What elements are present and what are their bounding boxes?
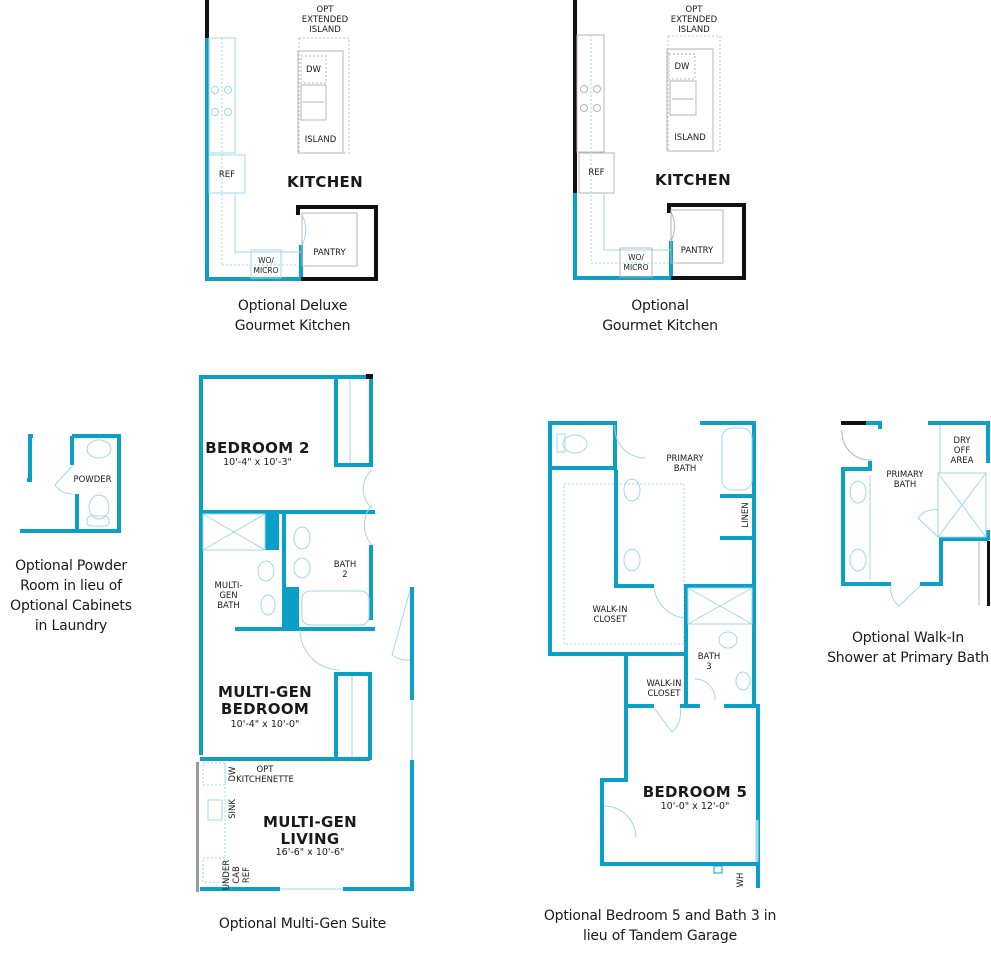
label-line: BATH (217, 601, 240, 611)
primary-bath-label: PRIMARY BATH (655, 454, 715, 474)
label-line: LIVING (280, 830, 340, 848)
bedroom5-dimensions: 10'-0" x 12'-0" (660, 801, 730, 812)
powder-label: POWDER (73, 475, 112, 485)
deluxe-kitchen-plan (205, 0, 378, 281)
label-line: CLOSET (593, 615, 627, 625)
caption-line: Optional Multi-Gen Suite (218, 916, 387, 932)
bath2-label: BATH 2 (325, 560, 365, 580)
island-label: ISLAND (674, 133, 706, 143)
label-line: MICRO (253, 266, 279, 275)
label-line: WALK-IN (646, 679, 682, 689)
label-line: DRY (953, 436, 971, 446)
label-line: OPT (685, 5, 703, 15)
caption-line: Room in lieu of (20, 578, 122, 594)
label-line: MICRO (623, 263, 649, 272)
bedroom5-caption: Optional Bedroom 5 and Bath 3 in lieu of… (525, 906, 795, 946)
multigen-suite-caption: Optional Multi-Gen Suite (195, 914, 410, 934)
label-line: CLOSET (647, 689, 681, 699)
dw-label: DW (306, 65, 321, 75)
caption-line: Optional (631, 298, 689, 314)
bedroom2-dimensions: 10'-4" x 10'-3" (223, 457, 292, 468)
label-line: PRIMARY (666, 454, 704, 464)
opt-extended-island-label: OPT EXTENDED ISLAND (300, 5, 350, 35)
kitchen-room-label: KITCHEN (655, 171, 731, 189)
under-cab-ref-label: UNDER CAB REF (222, 856, 252, 894)
label-line: MULTI-GEN (262, 813, 358, 831)
pantry-label: PANTRY (313, 248, 346, 258)
bath3-label: BATH 3 (694, 652, 724, 672)
label-line: AREA (950, 456, 974, 466)
wo-micro-label: WO/ MICRO (247, 256, 285, 276)
multigen-suite-plan (196, 374, 414, 892)
multigen-bedroom-label: MULTI-GEN BEDROOM (210, 684, 320, 718)
caption-line: Shower at Primary Bath (827, 650, 989, 666)
label-line: BATH (333, 560, 357, 570)
label-line: EXTENDED (670, 15, 718, 25)
ref-label: REF (588, 168, 605, 178)
kitchen-room-label: KITCHEN (287, 173, 363, 191)
label-line: MULTI-GEN (217, 683, 313, 701)
caption-line: Optional Cabinets (10, 598, 132, 614)
label-line: REF (242, 866, 252, 884)
dw-label: DW (228, 766, 238, 782)
multigen-bath-label: MULTI- GEN BATH (206, 581, 251, 611)
walkin-shower-caption: Optional Walk-In Shower at Primary Bath (825, 628, 991, 668)
label-line: BATH (697, 652, 721, 662)
label-line: BEDROOM (220, 700, 310, 718)
sink-label: SINK (228, 799, 238, 819)
dw-label: DW (674, 62, 690, 72)
opt-extended-island-label: OPT EXTENDED ISLAND (668, 5, 720, 35)
pantry-label: PANTRY (680, 246, 714, 256)
caption-line: Gourmet Kitchen (602, 318, 718, 334)
walkin-closet2-label: WALK-IN CLOSET (640, 679, 688, 699)
caption-line: Gourmet Kitchen (234, 318, 351, 334)
linen-label: LINEN (741, 502, 751, 528)
island-label: ISLAND (304, 135, 337, 145)
dry-off-area-label: DRY OFF AREA (942, 436, 982, 466)
label-line: WO/ (628, 253, 644, 262)
bedroom5-label: BEDROOM 5 (642, 783, 748, 801)
deluxe-kitchen-caption: Optional Deluxe Gourmet Kitchen (200, 296, 385, 336)
label-line: PRIMARY (886, 470, 924, 480)
label-line: ISLAND (309, 25, 341, 35)
label-line: KITCHENETTE (236, 775, 294, 785)
label-line: GEN (219, 591, 238, 601)
caption-line: lieu of Tandem Garage (583, 928, 737, 944)
caption-line: Optional Powder (15, 558, 127, 574)
multigen-bedroom-dimensions: 10'-4" x 10'-0" (230, 719, 300, 730)
walkin-closet-label: WALK-IN CLOSET (580, 605, 640, 625)
caption-line: Optional Deluxe (237, 298, 348, 314)
gourmet-kitchen-caption: Optional Gourmet Kitchen (570, 296, 750, 336)
wh-label: WH (736, 872, 746, 888)
label-line: WALK-IN (592, 605, 628, 615)
label-line: BATH (673, 464, 697, 474)
bedroom5-bath3-plan (548, 421, 760, 888)
label-line: OPT (316, 5, 334, 15)
opt-kitchenette-label: OPT KITCHENETTE (230, 765, 300, 785)
caption-line: Optional Bedroom 5 and Bath 3 in (543, 908, 777, 924)
label-line: WO/ (258, 256, 274, 265)
label-line: CAB (232, 866, 242, 884)
multigen-living-label: MULTI-GEN LIVING (255, 814, 365, 848)
label-line: OFF (953, 446, 971, 456)
label-line: 3 (706, 662, 712, 672)
label-line: MULTI- (214, 581, 243, 591)
caption-line: Optional Walk-In (851, 630, 965, 646)
wo-micro-label: WO/ MICRO (617, 253, 655, 273)
label-line: ISLAND (678, 25, 710, 35)
ref-label: REF (218, 170, 236, 180)
label-line: EXTENDED (301, 15, 349, 25)
powder-room-plan (20, 434, 121, 533)
multigen-living-dimensions: 16'-6" x 10'-6" (275, 847, 345, 858)
powder-room-caption: Optional Powder Room in lieu of Optional… (0, 556, 142, 636)
label-line: 2 (342, 570, 348, 580)
primary-bath-label: PRIMARY BATH (875, 470, 935, 490)
gourmet-kitchen-plan (573, 0, 746, 280)
caption-line: in Laundry (34, 618, 108, 634)
label-line: OPT (256, 765, 274, 775)
bedroom2-label: BEDROOM 2 (205, 439, 310, 457)
walkin-shower-plan (841, 421, 990, 607)
label-line: UNDER (222, 859, 232, 891)
label-line: BATH (893, 480, 917, 490)
